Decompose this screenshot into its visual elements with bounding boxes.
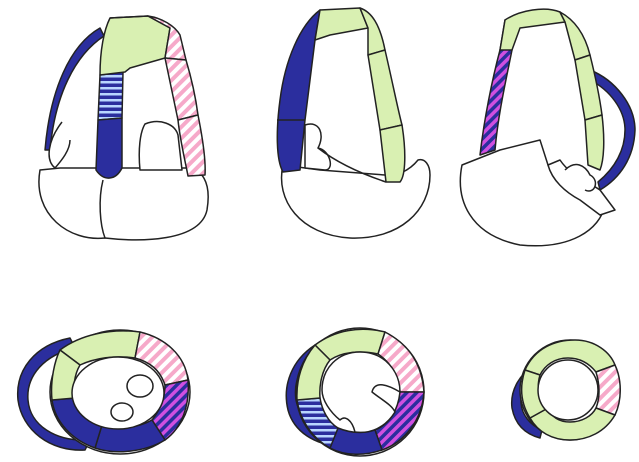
papillary-muscle-2 [111,403,133,421]
short-axis-apical-view [512,340,621,440]
papillary-muscle-1 [127,375,153,397]
septum-mid-blue [96,118,122,178]
lateral-pink-upper [165,58,198,120]
ant-wall-green-4 [380,125,405,182]
mitral-leaflet-2ch [305,124,330,170]
apical-long-axis-view [460,9,635,246]
ant-wall-green-1 [315,8,368,40]
atria-outline [39,168,208,240]
septum-basal-striped [98,72,123,120]
apex-green [100,16,170,75]
seg-lateral-pink-apical [596,365,620,415]
lv-cavity-apical [538,360,598,420]
ant-wall-green-2 [360,8,385,55]
mitral-leaflet [139,122,182,170]
la-outline [282,160,430,238]
posterior-green-3 [585,115,604,170]
posterior-green-1 [560,12,590,60]
short-axis-mid-view [286,328,424,456]
rv-free-wall [45,28,104,150]
short-axis-basal-view [18,330,190,454]
posterior-green-2 [575,55,602,120]
ant-wall-green-3 [368,50,402,130]
apex-green-3ch [500,9,565,50]
apical-two-chamber-view [277,8,430,238]
apical-four-chamber-view [39,16,208,240]
